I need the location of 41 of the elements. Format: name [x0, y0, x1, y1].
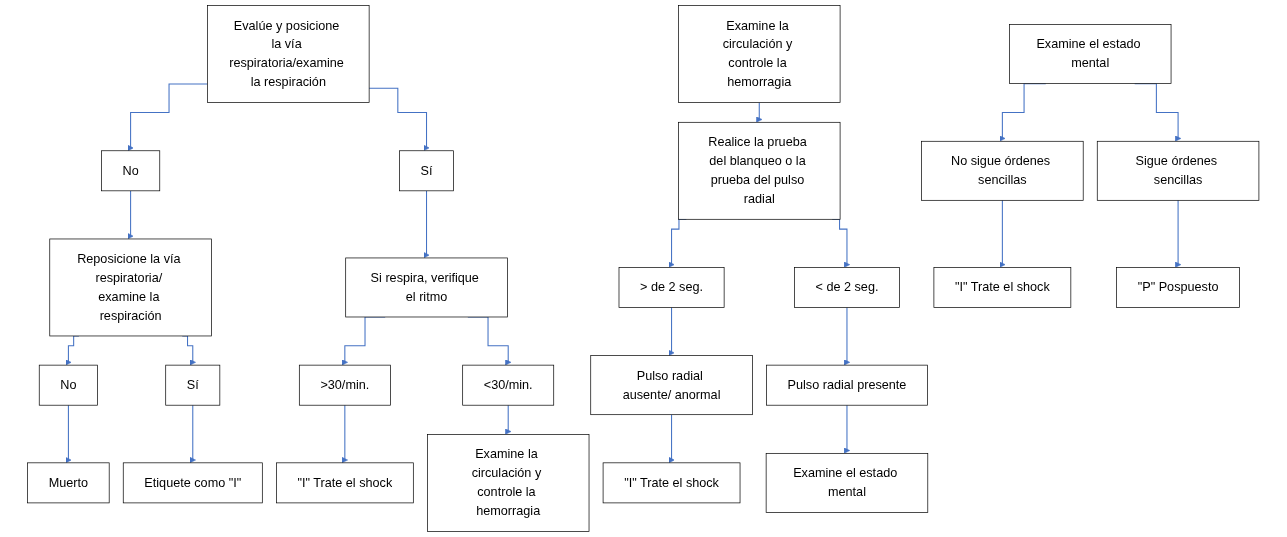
arrow [189, 404, 197, 464]
arrow [668, 306, 675, 356]
node-box: Etiquete como "I" [123, 462, 263, 504]
node-box: Si respira, verifique el ritmo [345, 257, 508, 318]
node-box: < de 2 seg. [794, 267, 901, 308]
node-box: No sigue órdenes sencillas [921, 140, 1084, 201]
arrow [423, 190, 430, 259]
node-box: Examine la circulación y controle la hemorragia [678, 5, 841, 103]
node-box: "I" Trate el shock [602, 462, 741, 504]
node-box: No [39, 364, 99, 406]
node-box: Examine el estado mental [1009, 24, 1172, 84]
node-box: Sí [165, 364, 221, 406]
node-box: Muerto [27, 462, 110, 504]
node-box: <30/min. [462, 364, 555, 406]
node-box: Pulso radial presente [766, 364, 929, 406]
node-box: "P" Pospuesto [1116, 267, 1241, 308]
node-box: No [101, 150, 161, 192]
arrow [505, 404, 512, 435]
node-box: Sigue órdenes sencillas [1097, 140, 1260, 201]
node-box: "I" Trate el shock [933, 267, 1072, 308]
arrow [341, 404, 349, 464]
node-box: > de 2 seg. [618, 267, 725, 308]
arrow [127, 190, 134, 240]
arrow [65, 404, 72, 464]
node-box: Examine el estado mental [766, 453, 929, 513]
node-box: Pulso radial ausente/ anormal [590, 355, 753, 416]
arrow [127, 83, 209, 152]
node-box: >30/min. [299, 364, 391, 406]
arrow [999, 199, 1006, 268]
arrow [844, 306, 851, 366]
node-box: Realice la prueba del blanqueo o la prueba del pulso radial [678, 121, 841, 220]
arrow [368, 87, 430, 152]
arrow [1175, 199, 1182, 268]
arrow [844, 404, 851, 454]
node-box: Examine la circulación y controle la hemorragia [427, 434, 590, 532]
node-box: Sí [399, 150, 455, 192]
arrow [668, 414, 675, 464]
node-box: Evalúe y posicione la vía respiratoria/examine la respiración [207, 5, 370, 103]
arrow [756, 102, 763, 123]
node-box: "I" Trate el shock [276, 462, 414, 504]
node-box: Reposicione la vía respiratoria/ examine la respiración [49, 238, 212, 337]
